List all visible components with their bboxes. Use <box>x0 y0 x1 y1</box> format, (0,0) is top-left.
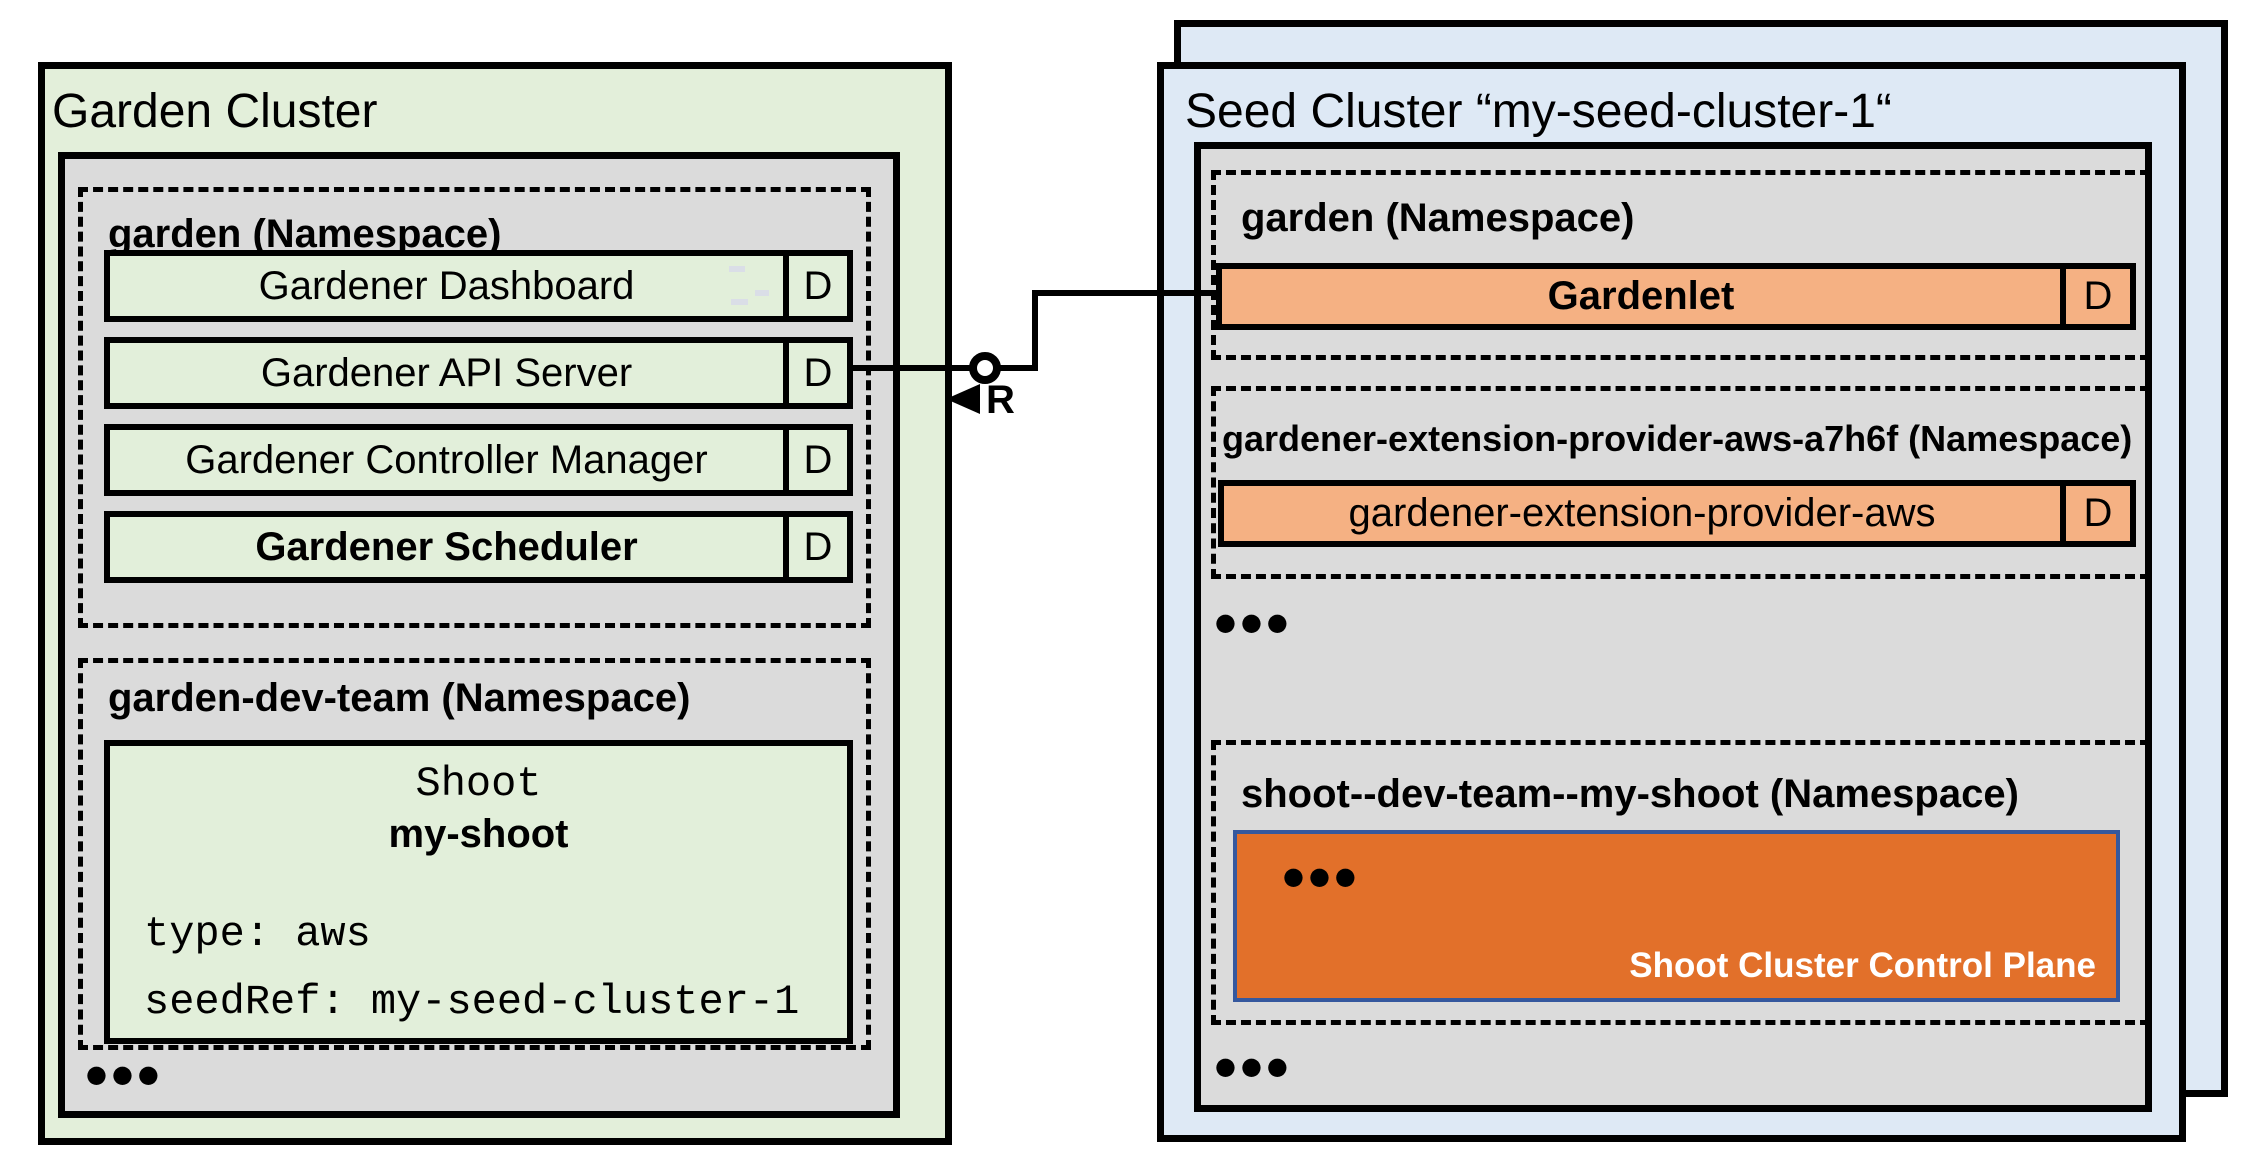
shoot-spec: type: aws seedRef: my-seed-cluster-1 <box>144 900 799 1036</box>
deployment-badge: D <box>803 350 833 395</box>
component-row-gardener-dashboard: Gardener Dashboard D <box>104 250 853 322</box>
control-plane-ellipsis: ●●● <box>1283 862 1361 890</box>
namespace-shoot-label: shoot--dev-team--my-shoot (Namespace) <box>1241 772 2019 816</box>
shoot-resource-box: Shoot my-shoot type: aws seedRef: my-see… <box>104 740 853 1044</box>
namespace-seed-garden <box>1211 170 2150 360</box>
spec-line-type: type: aws <box>144 910 371 958</box>
deployment-badge: D <box>2083 274 2113 318</box>
d-divider <box>2060 486 2066 541</box>
component-name: Gardener Dashboard <box>258 263 635 308</box>
d-divider <box>783 343 789 403</box>
component-row-extension-provider: gardener-extension-provider-aws D <box>1218 480 2136 547</box>
namespace-seed-garden-label: garden (Namespace) <box>1241 196 1635 240</box>
d-divider <box>2060 269 2066 324</box>
deployment-badge: D <box>803 263 833 308</box>
seed-cluster-ellipsis-bottom: ●●● <box>1215 1052 1293 1080</box>
component-name: Gardener API Server <box>260 350 633 395</box>
component-row-gardener-api-server: Gardener API Server D <box>104 337 853 409</box>
read-label: R <box>986 378 1015 422</box>
deployment-badge: D <box>803 524 833 569</box>
deployment-badge: D <box>2083 491 2113 535</box>
shoot-kind: Shoot <box>415 760 542 808</box>
d-divider <box>783 517 789 577</box>
ghost-artifact <box>729 266 745 272</box>
garden-cluster-title: Garden Cluster <box>52 85 378 138</box>
component-name: gardener-extension-provider-aws <box>1348 491 1936 535</box>
namespace-garden-dev-team <box>78 658 871 1050</box>
namespace-garden <box>78 187 871 628</box>
control-plane-box: ●●● Shoot Cluster Control Plane <box>1233 830 2120 1002</box>
namespace-extension-provider <box>1211 386 2150 579</box>
component-name: Gardenlet <box>1547 274 1735 318</box>
garden-cluster-ellipsis: ●●● <box>86 1060 164 1088</box>
component-row-gardenlet: Gardenlet D <box>1216 263 2136 330</box>
namespace-garden-label: garden (Namespace) <box>108 212 502 256</box>
namespace-shoot <box>1211 740 2150 1025</box>
control-plane-label: Shoot Cluster Control Plane <box>1629 946 2096 985</box>
shoot-name: my-shoot <box>388 812 569 856</box>
component-name: Gardener Controller Manager <box>185 437 708 482</box>
d-divider <box>783 430 789 490</box>
ghost-artifact <box>755 290 769 296</box>
component-row-gardener-controller-manager: Gardener Controller Manager D <box>104 424 853 496</box>
ghost-artifact <box>731 299 748 305</box>
interface-circle-icon <box>969 352 1001 384</box>
namespace-extension-provider-label: gardener-extension-provider-aws-a7h6f (N… <box>1222 418 2133 459</box>
deployment-badge: D <box>803 437 833 482</box>
seed-cluster-title: Seed Cluster “my-seed-cluster-1“ <box>1185 85 1892 138</box>
spec-line-seedref: seedRef: my-seed-cluster-1 <box>144 978 800 1026</box>
component-row-gardener-scheduler: Gardener Scheduler D <box>104 511 853 583</box>
d-divider <box>783 256 789 316</box>
seed-cluster-ellipsis-mid: ●●● <box>1215 608 1293 636</box>
component-name: Gardener Scheduler <box>255 524 638 569</box>
namespace-garden-dev-team-label: garden-dev-team (Namespace) <box>108 676 691 720</box>
